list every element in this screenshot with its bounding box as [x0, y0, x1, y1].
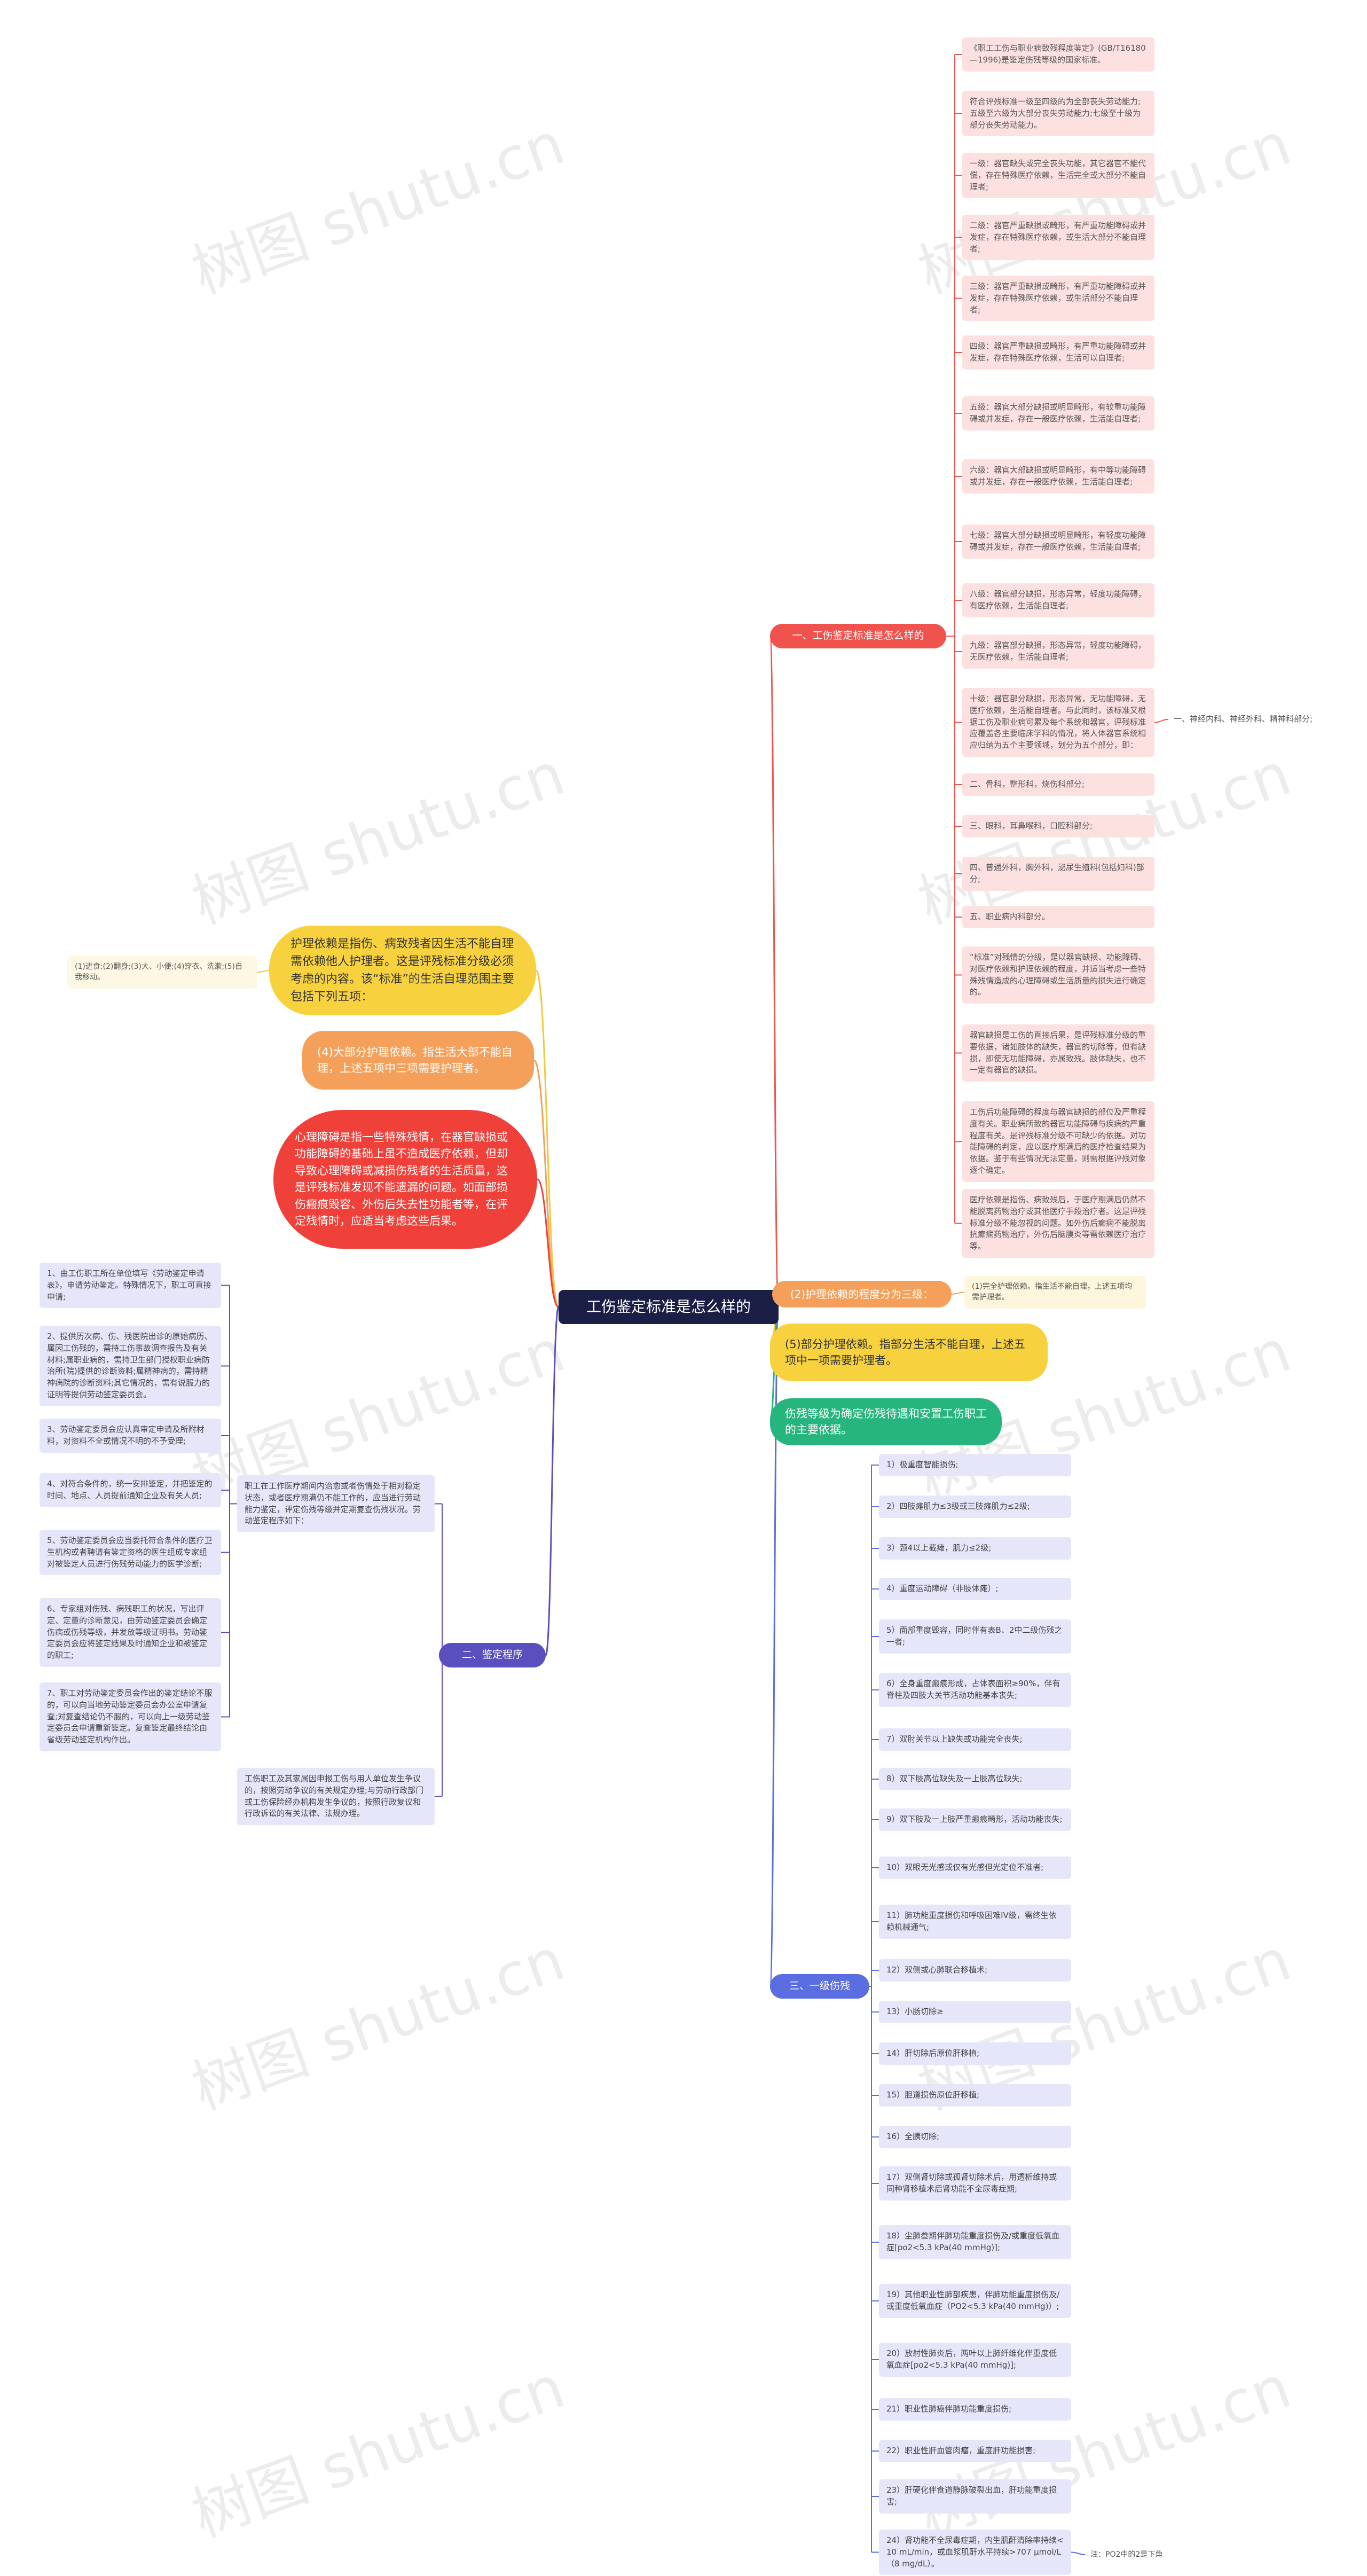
standard-item: 八级：器官部分缺损，形态异常，轻度功能障碍，有医疗依赖，生活能自理者;	[962, 583, 1154, 617]
link-care-note	[256, 970, 270, 973]
branch-procedure[interactable]: 二、鉴定程序	[439, 1643, 546, 1667]
procedure-step: 2、提供历次病、伤、残医院出诊的原始病历、属因工伤残的，需持工伤事故调查报告及有…	[40, 1326, 221, 1406]
standard-item: 器官缺损是工伤的直接后果，是评残标准分级的重要依据，诸如肢体的缺失，器官的切除等…	[962, 1024, 1154, 1082]
grade-one-item: 15）胆道损伤原位肝移植;	[879, 2084, 1071, 2107]
link-root-standard	[769, 635, 780, 1308]
grade-one-item: 19）其他职业性肺部疾患，伴肺功能重度损伤及/或重度低氧血症（PO2<5.3 k…	[879, 2284, 1071, 2318]
standard-item: 《职工工伤与职业病致残程度鉴定》(GB/T16180—1996)是鉴定伤残等级的…	[962, 37, 1154, 72]
grade-one-item: 17）双侧肾切除或孤肾切除术后，用透析维持或同种肾移植术后肾功能不全尿毒症期;	[879, 2166, 1071, 2201]
link-levels-note	[951, 1291, 965, 1295]
grade-one-item: 16）全胰切除;	[879, 2126, 1071, 2148]
link-root-procedure	[545, 1306, 560, 1656]
grade-one-item: 23）肝硬化伴食道静脉破裂出血，肝功能重度损害;	[879, 2479, 1071, 2514]
grade-one-item: 20）放射性肺炎后，两叶以上肺纤维化伴重度低氧血症[po2<5.3 kPa(40…	[879, 2343, 1071, 2377]
link-gradeone-note	[1071, 2551, 1086, 2555]
procedure-step: 1、由工伤职工所在单位填写《劳动鉴定申请表》，申请劳动鉴定。特殊情况下，职工可直…	[40, 1263, 221, 1309]
link-root-mental	[537, 1178, 559, 1308]
grade-one-item: 9）双下肢及一上肢严重瘢痕畸形，活动功能丧失;	[879, 1808, 1071, 1831]
care-scope-note: (1)进食;(2)翻身;(3)大、小便;(4)穿衣、洗漱;(5)自我移动。	[67, 956, 257, 989]
grade-one-item: 7）双肘关节以上缺失或功能完全丧失;	[879, 1728, 1071, 1751]
procedure-step: 3、劳动鉴定委员会应认真审定申请及所附材料，对资料不全或情况不明的不予受理;	[40, 1419, 221, 1453]
grade-one-item: 3）颈4以上截瘫，肌力≤2级;	[879, 1537, 1071, 1560]
standard-item: 四、普通外科，胸外科，泌尿生殖科(包括妇科)部分;	[962, 857, 1154, 891]
grade-one-item: 4）重度运动障碍（非肢体瘫）;	[879, 1578, 1071, 1600]
grade-one-item: 18）尘肺叁期伴肺功能重度损伤及/或重度低氧血症[po2<5.3 kPa(40 …	[879, 2225, 1071, 2259]
subscript-note: 注：PO2中的2是下角	[1090, 2550, 1163, 2559]
grade-one-item: 6）全身重度瘢痕形成，占体表面积≥90%，伴有脊柱及四肢大关节活动功能基本丧失;	[879, 1673, 1071, 1707]
care-levels[interactable]: (2)护理依赖的程度分为三级：	[772, 1281, 952, 1307]
grade-basis[interactable]: 伤残等级为确定伤残待遇和安置工伤职工的主要依据。	[770, 1398, 1002, 1445]
standard-item: 符合评残标准一级至四级的为全部丧失劳动能力;五级至六级为大部分丧失劳动能力;七级…	[962, 91, 1154, 137]
grade-one-item: 22）职业性肝血管肉瘤，重度肝功能损害;	[879, 2440, 1071, 2462]
standard-item: 二、骨科，整形科，烧伤科部分;	[962, 773, 1154, 796]
standard-item: 六级：器官大部缺损或明显畸形，有中等功能障碍或并发症，存在一般医疗依赖，生活能自…	[962, 459, 1154, 494]
grade-one-item: 14）肝切除后原位肝移植;	[879, 2042, 1071, 2065]
grade-one-item: 24）肾功能不全尿毒症期，内生肌酐清除率持续<10 mL/min，或血浆肌酐水平…	[879, 2530, 1071, 2575]
branch-grade-one[interactable]: 三、一级伤残	[770, 1974, 869, 1999]
standard-item: 一级：器官缺失或完全丧失功能，其它器官不能代偿，存在特殊医疗依赖，生活完全或大部…	[962, 153, 1154, 199]
subsection-note: 一、神经内科、神经外科、精神科部分;	[1174, 714, 1313, 724]
branch-standard[interactable]: 一、工伤鉴定标准是怎么样的	[770, 624, 946, 648]
grade-one-item: 1）极重度智能损伤;	[879, 1454, 1071, 1476]
grade-one-item: 2）四肢瘫肌力≤3级或三肢瘫肌力≤2级;	[879, 1496, 1071, 1518]
standard-item: “标准”对残情的分级，是以器官缺损、功能障碍、对医疗依赖和护理依赖的程度，并适当…	[962, 946, 1154, 1004]
procedure-step: 4、对符合条件的，统一安排鉴定，并把鉴定的时间、地点、人员提前通知企业及有关人员…	[40, 1473, 221, 1507]
procedure-step: 6、专家组对伤残、病残职工的状况，写出评定、定量的诊断意见，由劳动鉴定委员会确定…	[40, 1598, 221, 1667]
grade-one-item: 11）肺功能重度损伤和呼吸困难IV级，需终生依赖机械通气;	[879, 1905, 1071, 1939]
care-dependency-intro[interactable]: 护理依赖是指伤、病致残者因生活不能自理需依赖他人护理者。这是评残标准分级必须考虑…	[269, 926, 536, 1015]
grade-one-item: 12）双侧或心肺联合移植术;	[879, 1959, 1071, 1982]
dispute-handling: 工伤职工及其家属因申报工伤与用人单位发生争议的，按照劳动争议的有关规定办理;与劳…	[237, 1768, 435, 1825]
standard-item: 三级：器官严重缺损或畸形，有严重功能障碍或并发症，存在特殊医疗依赖，或生活部分不…	[962, 276, 1154, 322]
standard-item: 四级：器官严重缺损或畸形，有严重功能障碍或并发症，存在特殊医疗依赖，生活可以自理…	[962, 335, 1154, 370]
standard-item: 七级：器官大部分缺损或明显畸形，有轻度功能障碍或并发症，存在一般医疗依赖，生活能…	[962, 524, 1154, 559]
standard-item: 工伤后功能障碍的程度与器官缺损的部位及严重程度有关。职业病所致的器官功能障碍与疾…	[962, 1101, 1154, 1182]
standard-item: 九级：器官部分缺损，形态异常，轻度功能障碍，无医疗依赖，生活能自理者;	[962, 635, 1154, 669]
grade-one-item: 8）双下肢高位缺失及一上肢高位缺失;	[879, 1768, 1071, 1790]
grade-one-item: 21）职业性肺癌伴肺功能重度损伤;	[879, 2398, 1071, 2421]
care-level-5[interactable]: (5)部分护理依赖。指部分生活不能自理，上述五项中一项需要护理者。	[770, 1324, 1048, 1381]
grade-one-item: 5）面部重度毁容，同时伴有表B、2中二级伤残之一者;	[879, 1619, 1071, 1654]
procedure-intro: 职工在工作医疗期间内治愈或者伤情处于相对稳定状态，或者医疗期满仍不能工作的，应当…	[237, 1475, 435, 1532]
grade-one-item: 10）双眼无光感或仅有光感但光定位不准者;	[879, 1857, 1071, 1879]
grade-one-item: 13）小肠切除≥	[879, 2001, 1071, 2023]
link-root-care	[535, 969, 560, 1308]
standard-item: 三、眼科，耳鼻喉科，口腔科部分;	[962, 815, 1154, 837]
procedure-step: 5、劳动鉴定委员会应当委托符合条件的医疗卫生机构或者聘请有鉴定资格的医生组成专家…	[40, 1530, 221, 1576]
full-care-note: (1)完全护理依赖。指生活不能自理，上述五项均需护理者。	[964, 1276, 1146, 1309]
standard-item: 十级：器官部分缺损，形态异常，无功能障碍，无医疗依赖，生活能自理者。与此同时，该…	[962, 688, 1154, 757]
care-level-4[interactable]: (4)大部分护理依赖。指生活大部不能自理，上述五项中三项需要护理者。	[302, 1031, 534, 1090]
standard-item: 医疗依赖是指伤、病致残后，于医疗期满后仍然不能脱离药物治疗或其他医疗手段治疗者。…	[962, 1189, 1154, 1258]
mental-disorder-bubble[interactable]: 心理障碍是指一些特殊残情，在器官缺损或功能障碍的基础上虽不造成医疗依赖，但却导致…	[273, 1110, 537, 1249]
root-topic[interactable]: 工伤鉴定标准是怎么样的	[559, 1290, 779, 1324]
procedure-step: 7、职工对劳动鉴定委员会作出的鉴定结论不服的，可以向当地劳动鉴定委员会办公室申请…	[40, 1682, 221, 1751]
standard-item: 五级：器官大部分缺损或明显畸形，有较重功能障碍或并发症，存在一般医疗依赖，生活能…	[962, 396, 1154, 430]
standard-item: 二级：器官严重缺损或畸形，有严重功能障碍或并发症，存在特殊医疗依赖，或生活大部分…	[962, 215, 1154, 261]
link-standard-note	[1154, 719, 1169, 723]
standard-item: 五、职业病内科部分。	[962, 906, 1154, 928]
